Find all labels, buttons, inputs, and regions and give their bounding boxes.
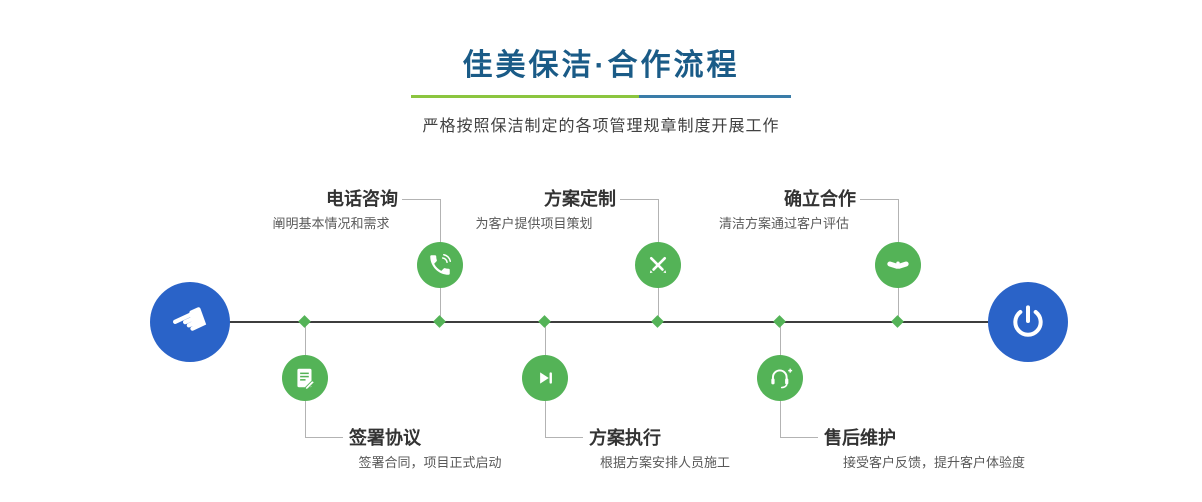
step-title-plan: 方案定制 — [544, 189, 616, 209]
timeline-node-diamond — [891, 315, 904, 328]
start-node: ☚ — [150, 282, 230, 362]
timeline-node-diamond — [773, 315, 786, 328]
step-desc-plan: 为客户提供项目策划 — [475, 216, 593, 231]
step-node-cooperation — [875, 242, 921, 288]
step-title-execution: 方案执行 — [589, 428, 661, 448]
timeline-node-diamond — [298, 315, 311, 328]
step-node-phone — [417, 242, 463, 288]
timeline-node-diamond — [651, 315, 664, 328]
step-node-execution — [522, 355, 568, 401]
step-desc-phone: 阐明基本情况和需求 — [272, 216, 390, 231]
power-icon — [1013, 305, 1043, 337]
connector-hline-step4 — [545, 437, 583, 438]
connector-hline-step2 — [305, 437, 343, 438]
step-node-contract — [282, 355, 328, 401]
pointer-hand-icon: ☚ — [162, 292, 217, 351]
step-desc-aftersales: 接受客户反馈，提升客户体验度 — [842, 455, 1025, 470]
step-node-aftersales — [757, 355, 803, 401]
step-title-aftersales: 售后维护 — [824, 428, 896, 448]
end-node — [988, 282, 1068, 362]
divider-blue-segment — [639, 95, 791, 98]
connector-hline-step5 — [860, 199, 898, 200]
headset-icon — [771, 368, 793, 389]
play-icon — [540, 372, 552, 384]
phone-icon — [430, 253, 452, 275]
step-title-contract: 签署协议 — [349, 428, 421, 448]
page-subtitle: 严格按照保洁制定的各项管理规章制度开展工作 — [422, 118, 780, 135]
page-title: 佳美保洁·合作流程 — [462, 49, 740, 82]
timeline-node-diamond — [538, 315, 551, 328]
connector-hline-step6 — [780, 437, 818, 438]
title-divider — [411, 95, 791, 98]
connector-hline-step1 — [402, 199, 440, 200]
step-title-phone: 电话咨询 — [326, 189, 398, 209]
connector-hline-step3 — [620, 199, 658, 200]
step-node-plan — [635, 242, 681, 288]
step-desc-contract: 签署合同，项目正式启动 — [358, 455, 502, 470]
step-title-cooperation: 确立合作 — [784, 189, 856, 209]
step-desc-cooperation: 清洁方案通过客户评估 — [718, 216, 849, 231]
timeline-node-diamond — [433, 315, 446, 328]
timeline — [190, 321, 1028, 323]
step-desc-execution: 根据方案安排人员施工 — [599, 455, 730, 470]
divider-green-segment — [411, 95, 639, 98]
handshake-icon — [887, 261, 909, 269]
crossed-pens-icon — [649, 256, 667, 274]
contract-icon — [297, 368, 315, 391]
